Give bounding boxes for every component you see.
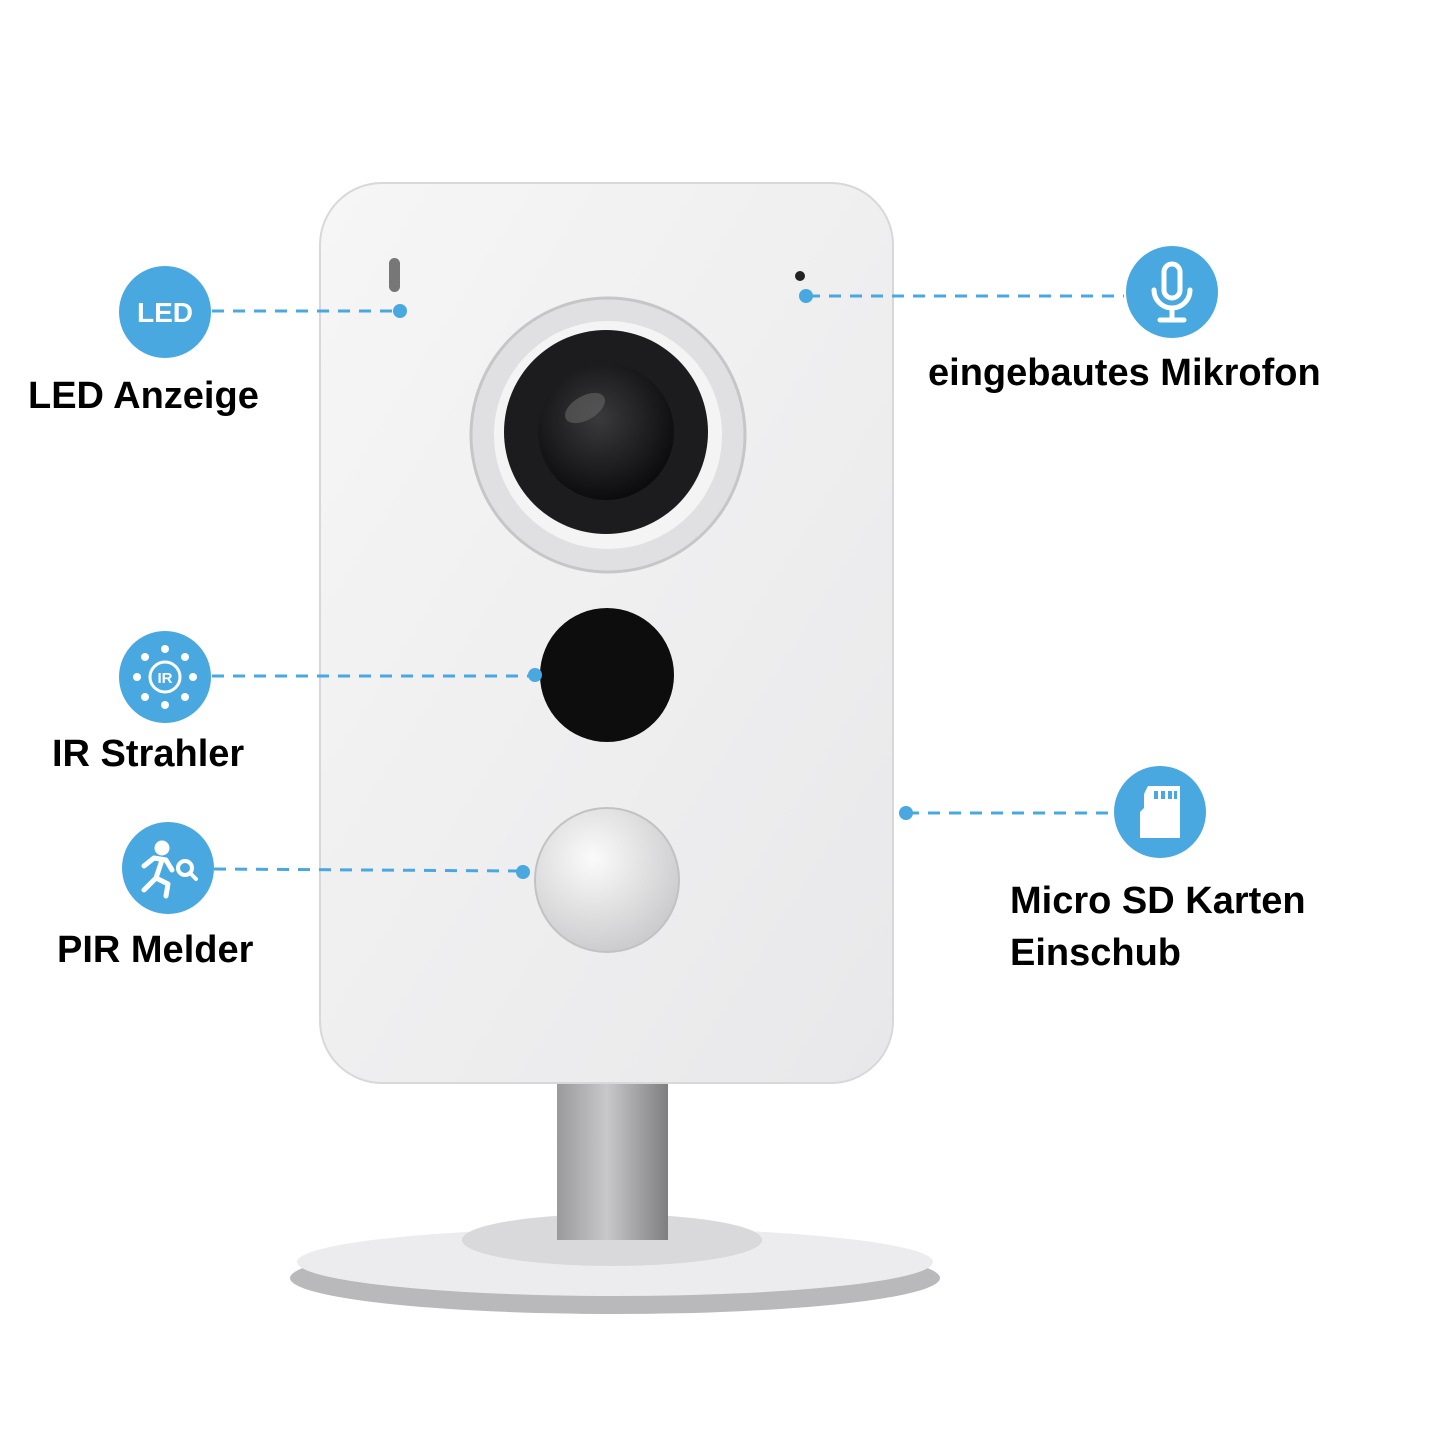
motion-sensor-icon xyxy=(122,822,214,914)
ir-icon-text: IR xyxy=(158,670,173,687)
pir-label: PIR Melder xyxy=(57,929,254,971)
camera-lens xyxy=(469,296,747,574)
microphone-hole xyxy=(795,271,805,281)
led-label: LED Anzeige xyxy=(28,375,259,417)
sd-card-icon xyxy=(1114,766,1206,858)
ir-emitter xyxy=(540,608,674,742)
infrared-icon: IR xyxy=(119,631,211,723)
microphone-label: eingebautes Mikrofon xyxy=(928,352,1321,394)
pir-sensor xyxy=(534,807,680,953)
ir-label: IR Strahler xyxy=(52,733,245,775)
status-led xyxy=(389,258,400,292)
pir-leader-line xyxy=(213,867,523,873)
sd-label-line1: Micro SD Karten xyxy=(1010,880,1306,922)
led-icon-text: LED xyxy=(137,297,193,328)
microphone-icon xyxy=(1126,246,1218,338)
sd-label-line2: Einschub xyxy=(1010,932,1182,974)
camera-stand xyxy=(290,1080,940,1314)
led-icon: LED xyxy=(119,266,211,358)
